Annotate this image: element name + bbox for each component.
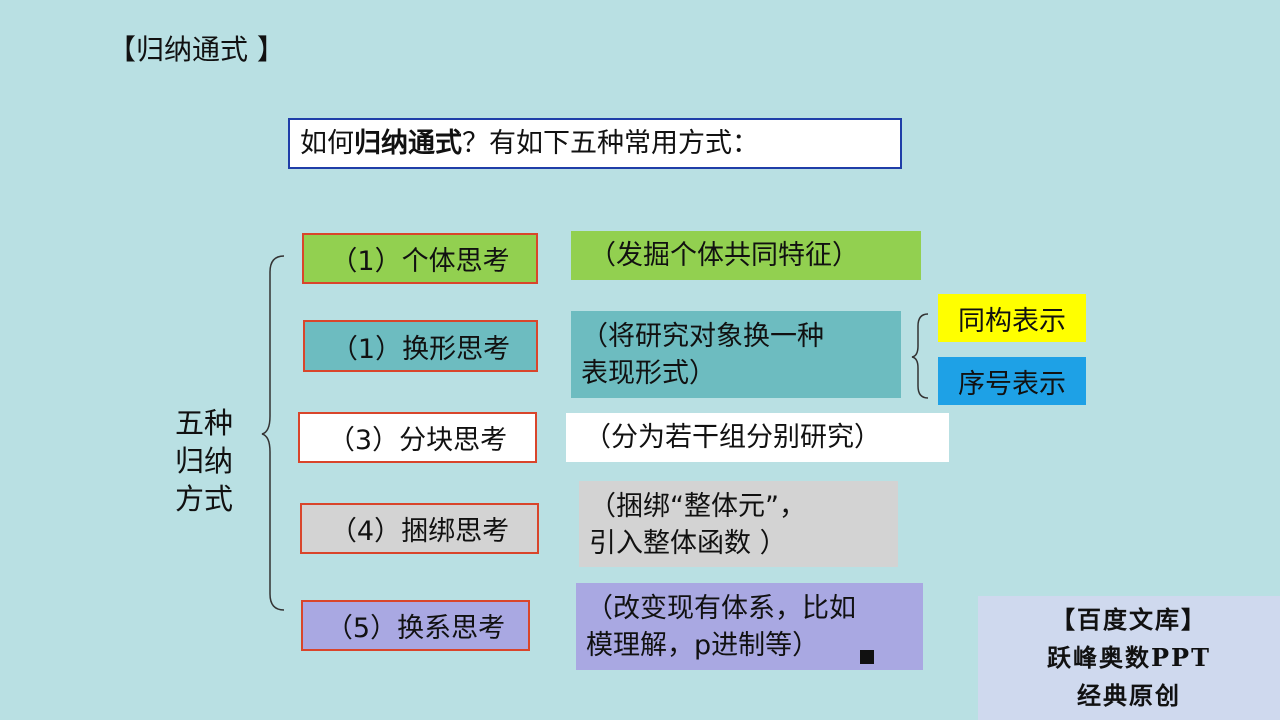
main-brace xyxy=(261,255,285,611)
tag-isomorphic: 同构表示 xyxy=(938,294,1086,342)
method-block: （3）分块思考 xyxy=(298,412,537,463)
credit-line: 经典原创 xyxy=(1077,681,1181,710)
desc-bundle: （捆绑“整体元”， 引入整体函数 ） xyxy=(579,481,898,567)
desc-line: 引入整体函数 ） xyxy=(589,528,787,559)
question-suffix: ？有如下五种常用方式： xyxy=(462,128,759,159)
sub-brace xyxy=(911,313,929,399)
credit-box: 【百度文库】 跃峰奥数PPT 经典原创 xyxy=(978,596,1280,720)
method-transform: （1）换形思考 xyxy=(303,320,538,372)
side-label: 五种 归纳 方式 xyxy=(168,404,240,518)
desc-line: （改变现有体系，比如 xyxy=(586,593,856,624)
slide-title: 【归纳通式 】 xyxy=(108,33,285,66)
side-label-line: 五种 xyxy=(174,406,233,440)
question-prefix: 如何 xyxy=(300,128,354,159)
side-label-line: 归纳 xyxy=(174,444,233,478)
tag-ordinal: 序号表示 xyxy=(938,357,1086,405)
desc-line: （分为若干组分别研究） xyxy=(584,422,881,453)
desc-line: 表现形式） xyxy=(581,358,716,389)
method-system: （5）换系思考 xyxy=(301,600,530,651)
method-bundle: （4）捆绑思考 xyxy=(300,503,539,554)
question-emphasis: 归纳通式 xyxy=(354,128,462,159)
desc-line: （将研究对象换一种 xyxy=(581,321,824,352)
desc-line: 模理解，p进制等） xyxy=(586,630,820,661)
credit-line: 【百度文库】 xyxy=(1051,605,1207,634)
side-label-line: 方式 xyxy=(174,482,233,516)
method-individual: （1）个体思考 xyxy=(302,233,538,284)
bullet-square-icon xyxy=(860,650,874,664)
credit-line: 跃峰奥数PPT xyxy=(1047,643,1211,672)
desc-line: （捆绑“整体元”， xyxy=(589,491,806,522)
question-box: 如何归纳通式？有如下五种常用方式： xyxy=(288,118,902,169)
desc-individual: （发掘个体共同特征） xyxy=(571,231,921,280)
desc-transform: （将研究对象换一种 表现形式） xyxy=(571,311,901,398)
desc-line: （发掘个体共同特征） xyxy=(589,240,859,271)
desc-block: （分为若干组分别研究） xyxy=(566,413,949,462)
